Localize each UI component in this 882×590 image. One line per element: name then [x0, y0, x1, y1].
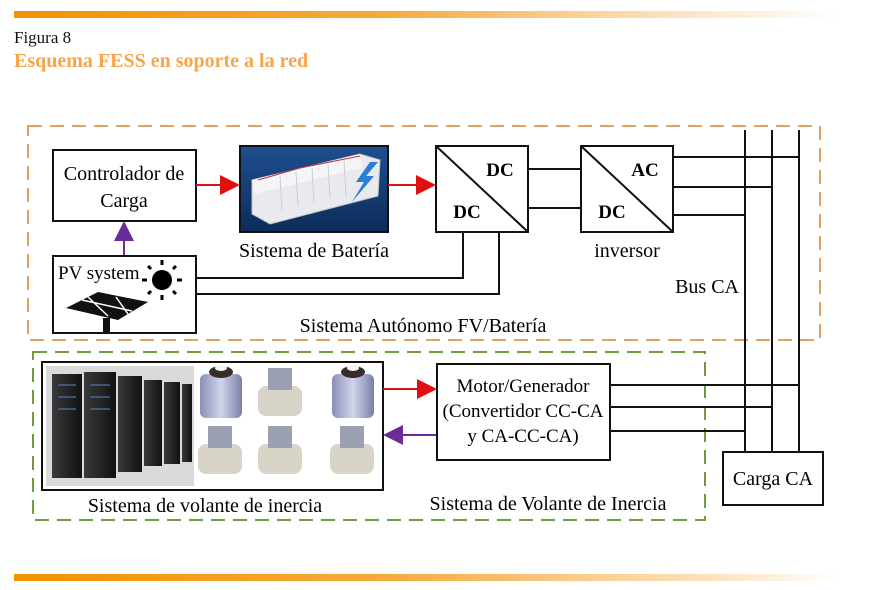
- flywheel-group-border: [32, 351, 706, 521]
- flywheel-unit: [258, 368, 302, 416]
- flywheel-unit: [200, 365, 242, 418]
- figure-label: Figura 8: [14, 28, 72, 47]
- pv-label: PV system: [58, 263, 140, 284]
- bottom-accent-bar: [14, 574, 840, 581]
- dcdc-top-label: DC: [486, 160, 513, 181]
- inverter-caption: inversor: [594, 240, 660, 262]
- solar-panel-icon: [66, 292, 148, 333]
- pv-battery-group-border: [27, 125, 821, 341]
- flywheel-unit: [198, 426, 242, 474]
- bus-label: Bus CA: [675, 276, 739, 298]
- lightning-icon: [352, 162, 378, 202]
- flywheel-unit: [332, 365, 374, 418]
- ac-load-label: Carga CA: [733, 468, 814, 490]
- inverter-block: AC DC: [580, 145, 674, 233]
- battery-container-image: [239, 145, 389, 233]
- controller-label-line1: Controlador de: [64, 163, 185, 185]
- motor-label-line3: y CA-CC-CA): [467, 426, 578, 447]
- pv-system-block: PV system: [52, 255, 197, 334]
- controller-label-line2: Carga: [100, 190, 148, 212]
- motor-generator-block: Motor/Generador (Convertidor CC-CA y CA-…: [436, 363, 611, 461]
- figure-title: Esquema FESS en soporte a la red: [14, 50, 309, 72]
- charge-controller-block: Controlador de Carga: [52, 149, 197, 222]
- motor-label-line1: Motor/Generador: [457, 376, 591, 397]
- flywheel-unit: [258, 426, 302, 474]
- sun-icon: [142, 260, 182, 300]
- ac-bus: [744, 130, 800, 452]
- inverter-top-label: AC: [631, 160, 658, 181]
- flywheel-unit: [330, 426, 374, 474]
- battery-caption: Sistema de Batería: [239, 240, 389, 262]
- flywheel-group-label: Sistema de Volante de Inercia: [430, 493, 667, 515]
- motor-bus-lines: [610, 384, 799, 432]
- flywheel-datacenter-image: [41, 361, 384, 491]
- pv-dcdc-line: [196, 232, 464, 279]
- ac-load-block: Carga CA: [722, 451, 824, 506]
- inverter-bus-lines: [673, 156, 799, 216]
- motor-label-line2: (Convertidor CC-CA: [443, 401, 604, 422]
- dcdc-bottom-label: DC: [453, 202, 480, 223]
- top-accent-bar: [14, 11, 840, 18]
- inverter-bottom-label: DC: [598, 202, 625, 223]
- dcdc-converter-block: DC DC: [435, 145, 529, 233]
- pv-dcdc-line: [196, 232, 500, 295]
- flywheel-system-caption: Sistema de volante de inercia: [88, 495, 322, 517]
- pv-battery-group-label: Sistema Autónomo FV/Batería: [300, 315, 547, 337]
